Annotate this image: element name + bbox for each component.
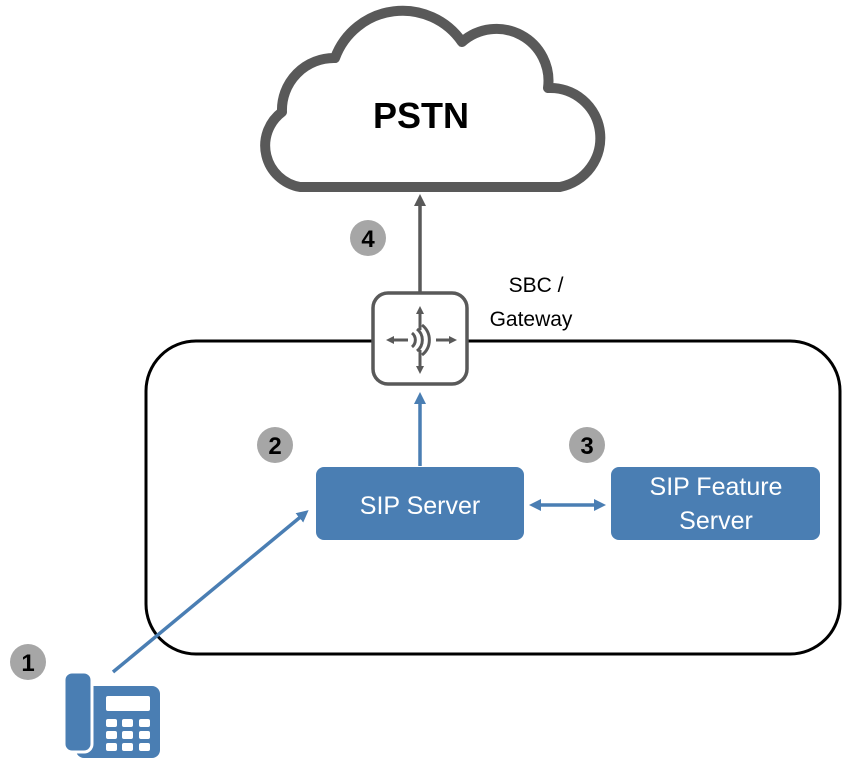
step-badge-2: 2 <box>257 427 293 463</box>
sip-feature-server: SIP Feature Server <box>611 467 820 540</box>
sip-server-label: SIP Server <box>360 492 480 520</box>
step-badge-4: 4 <box>350 220 386 256</box>
feature-server-label-line2: Server <box>679 507 753 535</box>
svg-text:2: 2 <box>268 433 281 460</box>
router-icon <box>386 306 457 374</box>
pstn-label: PSTN <box>373 95 469 136</box>
svg-text:4: 4 <box>361 226 375 253</box>
sbc-gateway <box>371 291 469 386</box>
step-badge-1: 1 <box>10 644 46 680</box>
feature-server-label-line1: SIP Feature <box>650 473 783 501</box>
step-badge-3: 3 <box>569 427 605 463</box>
gateway-label-line1: SBC / <box>509 274 564 297</box>
desk-phone-icon <box>62 670 160 758</box>
phone-to-sip-server-arrow <box>111 510 309 674</box>
sip-server: SIP Server <box>316 467 524 540</box>
pstn-cloud: PSTN <box>260 5 606 192</box>
network-boundary <box>144 339 842 656</box>
gateway-label-line2: Gateway <box>490 308 573 331</box>
svg-text:3: 3 <box>580 433 593 460</box>
svg-text:1: 1 <box>21 650 34 677</box>
